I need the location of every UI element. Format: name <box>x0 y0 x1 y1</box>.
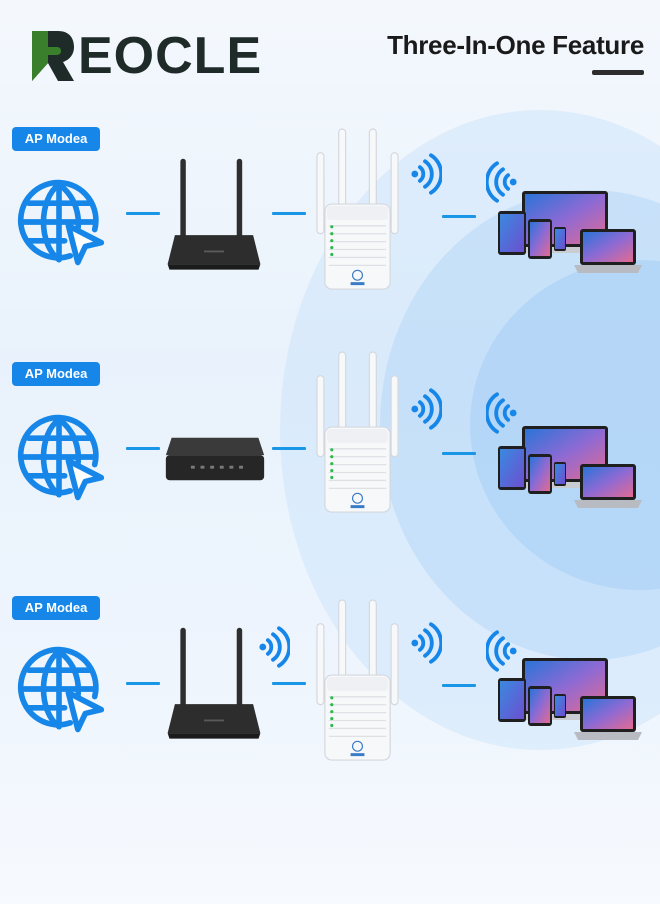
wifi-signal-icon <box>408 620 442 666</box>
router-icon <box>164 155 264 277</box>
brand-name: EOCLE <box>78 27 263 85</box>
globe-cursor-icon <box>12 410 106 504</box>
globe-cursor-icon <box>12 175 106 269</box>
connection-line <box>126 212 160 215</box>
feature-title: Three-In-One Feature <box>387 30 644 60</box>
connection-line <box>442 452 476 455</box>
connection-line <box>272 212 306 215</box>
globe-cursor-icon <box>12 642 106 736</box>
devices-icon <box>496 189 642 279</box>
repeater-icon <box>310 350 405 518</box>
feature-header: Three-In-One Feature <box>387 30 644 75</box>
router-icon <box>164 624 264 746</box>
mode-row: AP Modea <box>0 362 660 542</box>
switch-icon <box>162 432 268 486</box>
wifi-signal-icon <box>256 624 290 670</box>
connection-line <box>442 684 476 687</box>
connection-line <box>126 682 160 685</box>
wifi-signal-icon <box>408 386 442 432</box>
mode-row: AP Modea <box>0 127 660 307</box>
connection-line <box>126 447 160 450</box>
repeater-icon <box>310 127 405 295</box>
mode-row: AP Modea <box>0 596 660 776</box>
repeater-icon <box>310 598 405 766</box>
mode-badge: AP Modea <box>12 127 100 151</box>
connection-line <box>272 447 306 450</box>
connection-line <box>442 215 476 218</box>
feature-underline <box>592 70 644 75</box>
brand-logo: EOCLE <box>28 26 262 86</box>
connection-line <box>272 682 306 685</box>
wifi-signal-icon <box>408 151 442 197</box>
mode-badge: AP Modea <box>12 362 100 386</box>
mode-badge: AP Modea <box>12 596 100 620</box>
devices-icon <box>496 656 642 746</box>
brand-r-icon <box>32 31 74 81</box>
devices-icon <box>496 424 642 514</box>
